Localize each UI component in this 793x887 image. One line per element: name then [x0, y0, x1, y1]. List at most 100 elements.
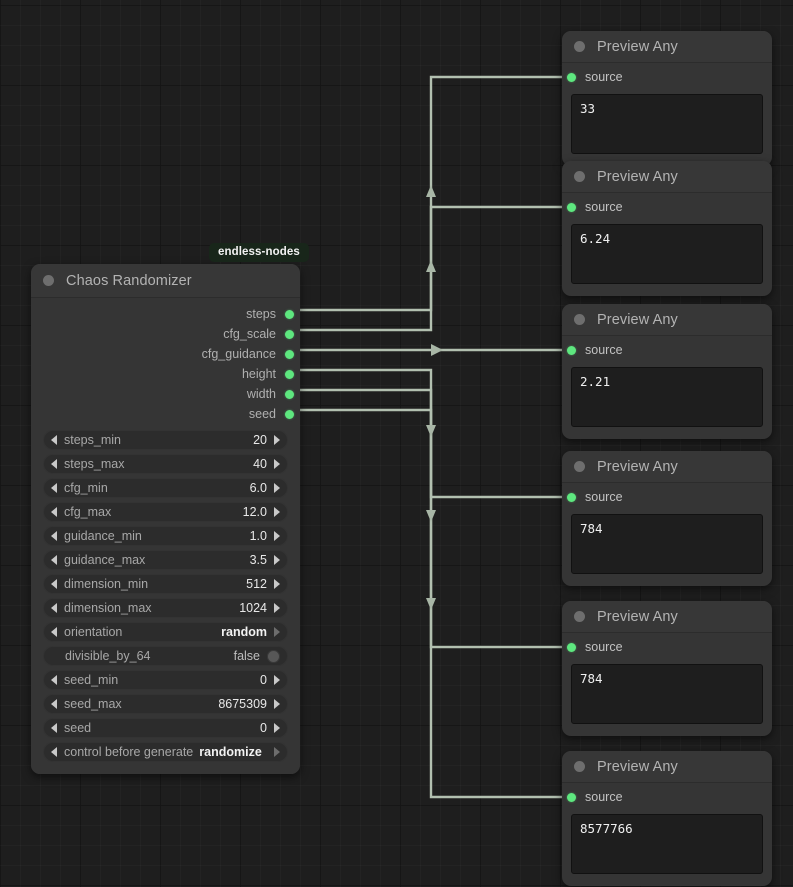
input-slot-source[interactable]: source [562, 193, 772, 221]
output-dot-icon[interactable] [285, 369, 294, 379]
output-slot-seed[interactable]: seed [31, 404, 300, 424]
output-dot-icon[interactable] [285, 409, 294, 419]
input-slot-source[interactable]: source [562, 633, 772, 661]
widget-value[interactable]: 6.0 [249, 481, 267, 495]
output-dot-icon[interactable] [285, 309, 294, 319]
output-slot-cfg-scale[interactable]: cfg_scale [31, 324, 300, 344]
arrow-right-icon[interactable] [274, 531, 280, 541]
node-header[interactable]: Preview Any [562, 601, 772, 633]
input-dot-icon[interactable] [567, 345, 576, 355]
widget-value[interactable]: 40 [253, 457, 267, 471]
widget-steps-min[interactable]: steps_min 20 [43, 430, 288, 450]
collapse-dot-icon[interactable] [574, 611, 585, 622]
arrow-right-icon[interactable] [274, 507, 280, 517]
preview-text-output[interactable]: 33 [571, 94, 763, 154]
input-slot-source[interactable]: source [562, 783, 772, 811]
node-preview-any-3[interactable]: Preview Any source 2.21 [562, 304, 772, 439]
input-dot-icon[interactable] [567, 792, 576, 802]
arrow-right-icon[interactable] [274, 627, 280, 637]
widget-seed-min[interactable]: seed_min 0 [43, 670, 288, 690]
input-dot-icon[interactable] [567, 642, 576, 652]
arrow-left-icon[interactable] [51, 555, 57, 565]
node-header[interactable]: Preview Any [562, 31, 772, 63]
input-slot-source[interactable]: source [562, 483, 772, 511]
widget-value[interactable]: 8675309 [218, 697, 267, 711]
arrow-right-icon[interactable] [274, 459, 280, 469]
output-dot-icon[interactable] [285, 349, 294, 359]
node-preview-any-1[interactable]: Preview Any source 33 [562, 31, 772, 166]
node-preview-any-5[interactable]: Preview Any source 784 [562, 601, 772, 736]
arrow-right-icon[interactable] [274, 723, 280, 733]
arrow-left-icon[interactable] [51, 699, 57, 709]
widget-value[interactable]: random [221, 625, 267, 639]
node-header[interactable]: Preview Any [562, 751, 772, 783]
input-slot-source[interactable]: source [562, 63, 772, 91]
widget-steps-max[interactable]: steps_max 40 [43, 454, 288, 474]
collapse-dot-icon[interactable] [574, 41, 585, 52]
output-dot-icon[interactable] [285, 389, 294, 399]
arrow-right-icon[interactable] [274, 555, 280, 565]
widget-value[interactable]: 0 [260, 721, 267, 735]
arrow-right-icon[interactable] [274, 747, 280, 757]
output-slot-width[interactable]: width [31, 384, 300, 404]
preview-text-output[interactable]: 784 [571, 514, 763, 574]
node-preview-any-2[interactable]: Preview Any source 6.24 [562, 161, 772, 296]
widget-value[interactable]: 12.0 [242, 505, 267, 519]
node-chaos-randomizer[interactable]: Chaos Randomizer steps cfg_scale cfg_gui… [31, 264, 300, 774]
node-header[interactable]: Preview Any [562, 451, 772, 483]
arrow-left-icon[interactable] [51, 459, 57, 469]
collapse-dot-icon[interactable] [574, 461, 585, 472]
widget-value[interactable]: randomize [199, 745, 262, 759]
input-dot-icon[interactable] [567, 202, 576, 212]
widget-value[interactable]: 1.0 [249, 529, 267, 543]
widget-value[interactable]: 0 [260, 673, 267, 687]
preview-text-output[interactable]: 2.21 [571, 367, 763, 427]
arrow-right-icon[interactable] [274, 483, 280, 493]
arrow-left-icon[interactable] [51, 435, 57, 445]
node-header[interactable]: Preview Any [562, 304, 772, 336]
widget-dimension-min[interactable]: dimension_min 512 [43, 574, 288, 594]
widget-orientation[interactable]: orientation random [43, 622, 288, 642]
widget-control-before-generate[interactable]: control before generate randomize [43, 742, 288, 762]
collapse-dot-icon[interactable] [574, 171, 585, 182]
arrow-left-icon[interactable] [51, 507, 57, 517]
output-dot-icon[interactable] [285, 329, 294, 339]
input-dot-icon[interactable] [567, 72, 576, 82]
arrow-right-icon[interactable] [274, 435, 280, 445]
widget-divisible-by-64[interactable]: divisible_by_64 false [43, 646, 288, 666]
toggle-knob-icon[interactable] [267, 649, 280, 663]
widget-dimension-max[interactable]: dimension_max 1024 [43, 598, 288, 618]
widget-guidance-min[interactable]: guidance_min 1.0 [43, 526, 288, 546]
widget-cfg-min[interactable]: cfg_min 6.0 [43, 478, 288, 498]
arrow-left-icon[interactable] [51, 531, 57, 541]
collapse-dot-icon[interactable] [574, 314, 585, 325]
preview-text-output[interactable]: 6.24 [571, 224, 763, 284]
arrow-right-icon[interactable] [274, 603, 280, 613]
node-preview-any-4[interactable]: Preview Any source 784 [562, 451, 772, 586]
arrow-left-icon[interactable] [51, 723, 57, 733]
widget-value[interactable]: 1024 [239, 601, 267, 615]
arrow-right-icon[interactable] [274, 699, 280, 709]
arrow-left-icon[interactable] [51, 483, 57, 493]
collapse-dot-icon[interactable] [574, 761, 585, 772]
input-slot-source[interactable]: source [562, 336, 772, 364]
arrow-left-icon[interactable] [51, 579, 57, 589]
widget-seed-max[interactable]: seed_max 8675309 [43, 694, 288, 714]
collapse-dot-icon[interactable] [43, 275, 54, 286]
arrow-right-icon[interactable] [274, 675, 280, 685]
node-preview-any-6[interactable]: Preview Any source 8577766 [562, 751, 772, 886]
arrow-left-icon[interactable] [51, 747, 57, 757]
arrow-left-icon[interactable] [51, 627, 57, 637]
node-header[interactable]: Chaos Randomizer [31, 264, 300, 298]
widget-cfg-max[interactable]: cfg_max 12.0 [43, 502, 288, 522]
node-header[interactable]: Preview Any [562, 161, 772, 193]
output-slot-height[interactable]: height [31, 364, 300, 384]
output-slot-cfg-guidance[interactable]: cfg_guidance [31, 344, 300, 364]
widget-value[interactable]: 512 [246, 577, 267, 591]
widget-seed[interactable]: seed 0 [43, 718, 288, 738]
arrow-left-icon[interactable] [51, 603, 57, 613]
arrow-left-icon[interactable] [51, 675, 57, 685]
arrow-right-icon[interactable] [274, 579, 280, 589]
widget-value[interactable]: 20 [253, 433, 267, 447]
